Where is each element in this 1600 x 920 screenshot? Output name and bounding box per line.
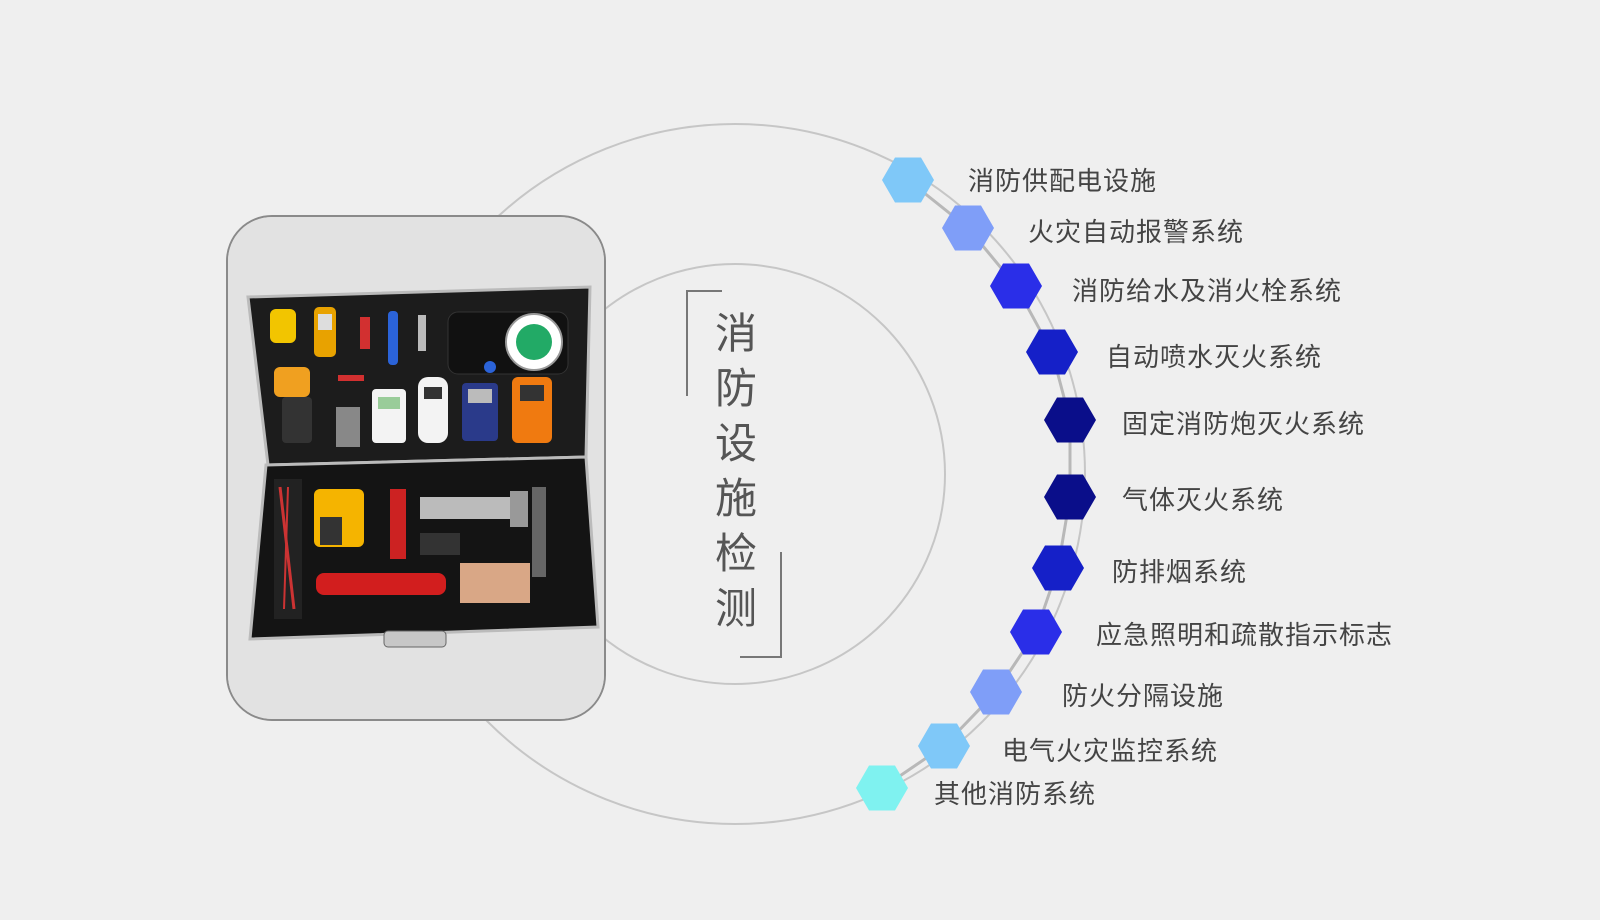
item-label-sprinkler: 自动喷水灭火系统 [1106, 343, 1323, 373]
item-label-fire-cannon: 固定消防炮灭火系统 [1122, 410, 1366, 440]
item-label-emergency-lighting: 应急照明和疏散指示标志 [1096, 621, 1394, 651]
hexagon-marker-icon [856, 765, 908, 811]
item-label-smoke-exhaust: 防排烟系统 [1112, 558, 1248, 588]
hexagon-marker-icon [990, 263, 1042, 309]
hexagon-marker-icon [918, 723, 970, 769]
title-bracket-bottom-right [740, 552, 782, 658]
title-char: 防 [714, 364, 757, 413]
hexagon-marker-icon [942, 205, 994, 251]
title-char: 设 [714, 419, 757, 468]
title-char: 测 [714, 584, 757, 633]
title-bracket-top-left [686, 290, 722, 396]
hexagon-markers [856, 157, 1096, 811]
hexagon-marker-icon [1044, 474, 1096, 520]
hexagon-marker-icon [1044, 397, 1096, 443]
item-label-fire-alarm: 火灾自动报警系统 [1028, 218, 1245, 248]
item-label-fire-separation: 防火分隔设施 [1062, 682, 1225, 712]
product-photo-toolkit [226, 215, 606, 721]
hexagon-marker-icon [1032, 545, 1084, 591]
title-char: 检 [714, 529, 757, 578]
item-label-power-supply: 消防供配电设施 [968, 167, 1158, 197]
hexagon-marker-icon [1026, 329, 1078, 375]
toolkit-case-illustration [228, 217, 604, 719]
item-label-gas-extinguishing: 气体灭火系统 [1122, 486, 1285, 516]
item-label-electrical-fire-monitoring: 电气火灾监控系统 [1002, 737, 1219, 767]
hexagon-marker-icon [882, 157, 934, 203]
item-label-other-systems: 其他消防系统 [934, 780, 1097, 810]
hexagon-marker-icon [970, 669, 1022, 715]
title-char: 施 [714, 474, 757, 523]
hexagon-marker-icon [1010, 609, 1062, 655]
item-label-water-hydrant: 消防给水及消火栓系统 [1072, 277, 1343, 307]
title-char: 消 [714, 309, 757, 358]
section-title-vertical: 消 防 设 施 检 测 [708, 306, 764, 636]
